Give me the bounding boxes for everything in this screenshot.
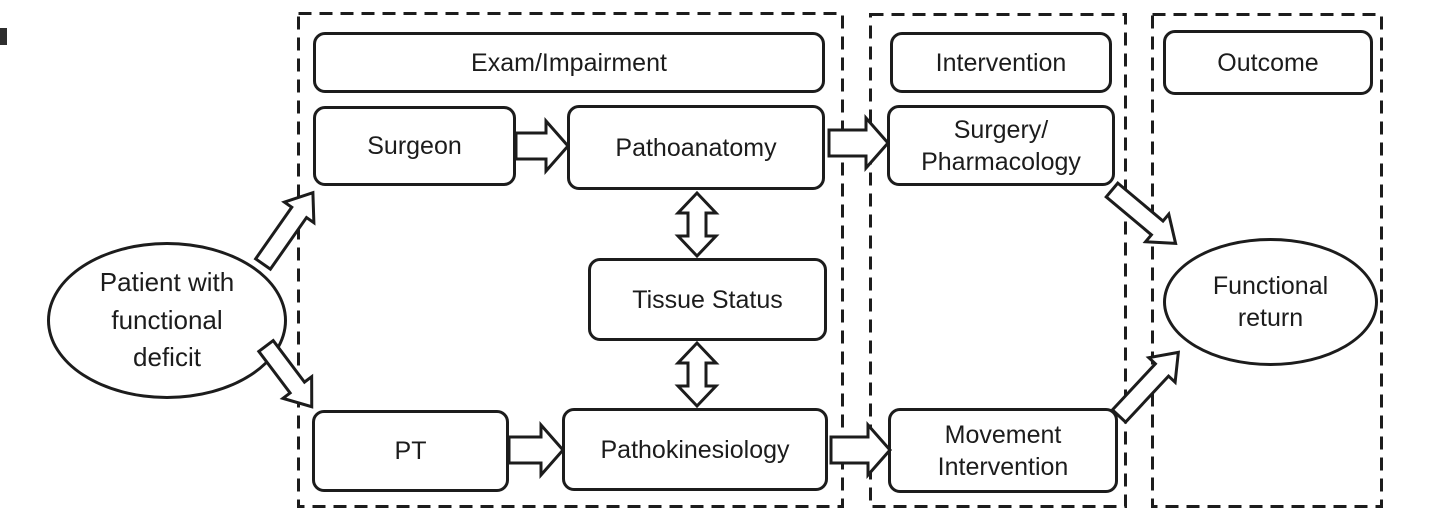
intervention-header-box: Intervention xyxy=(890,32,1112,93)
surgeon-box: Surgeon xyxy=(313,106,516,186)
surgeon-label: Surgeon xyxy=(367,132,462,160)
pathokinesiology-box: Pathokinesiology xyxy=(562,408,828,491)
patient-ellipse: Patient with functional deficit xyxy=(47,242,287,399)
outcome-header-box: Outcome xyxy=(1163,30,1373,95)
tissue-status-label: Tissue Status xyxy=(632,285,783,314)
pathoanatomy-box: Pathoanatomy xyxy=(567,105,825,190)
tissue-status-box: Tissue Status xyxy=(588,258,827,341)
intervention-header-label: Intervention xyxy=(935,48,1067,77)
surgery-pharmacology-label: Surgery/ Pharmacology xyxy=(921,115,1081,176)
surgery-pharmacology-box: Surgery/ Pharmacology xyxy=(887,105,1115,186)
outcome-header-label: Outcome xyxy=(1217,48,1319,77)
pt-box: PT xyxy=(312,410,509,492)
exam-impairment-header-box: Exam/Impairment xyxy=(313,32,825,93)
movement-intervention-label: Movement Intervention xyxy=(937,420,1069,481)
movement-intervention-box: Movement Intervention xyxy=(888,408,1118,493)
functional-return-label: Functional return xyxy=(1212,272,1329,332)
patient-label: Patient with functional deficit xyxy=(99,266,235,373)
pt-label: PT xyxy=(394,437,427,465)
left-edge-mark xyxy=(0,28,7,45)
pathoanatomy-label: Pathoanatomy xyxy=(615,133,777,162)
exam-impairment-header-label: Exam/Impairment xyxy=(471,48,667,77)
intervention-section-dashed-border xyxy=(869,13,1127,508)
functional-return-ellipse: Functional return xyxy=(1163,238,1378,366)
pathokinesiology-label: Pathokinesiology xyxy=(600,435,790,464)
outcome-section-dashed-border xyxy=(1151,13,1383,508)
